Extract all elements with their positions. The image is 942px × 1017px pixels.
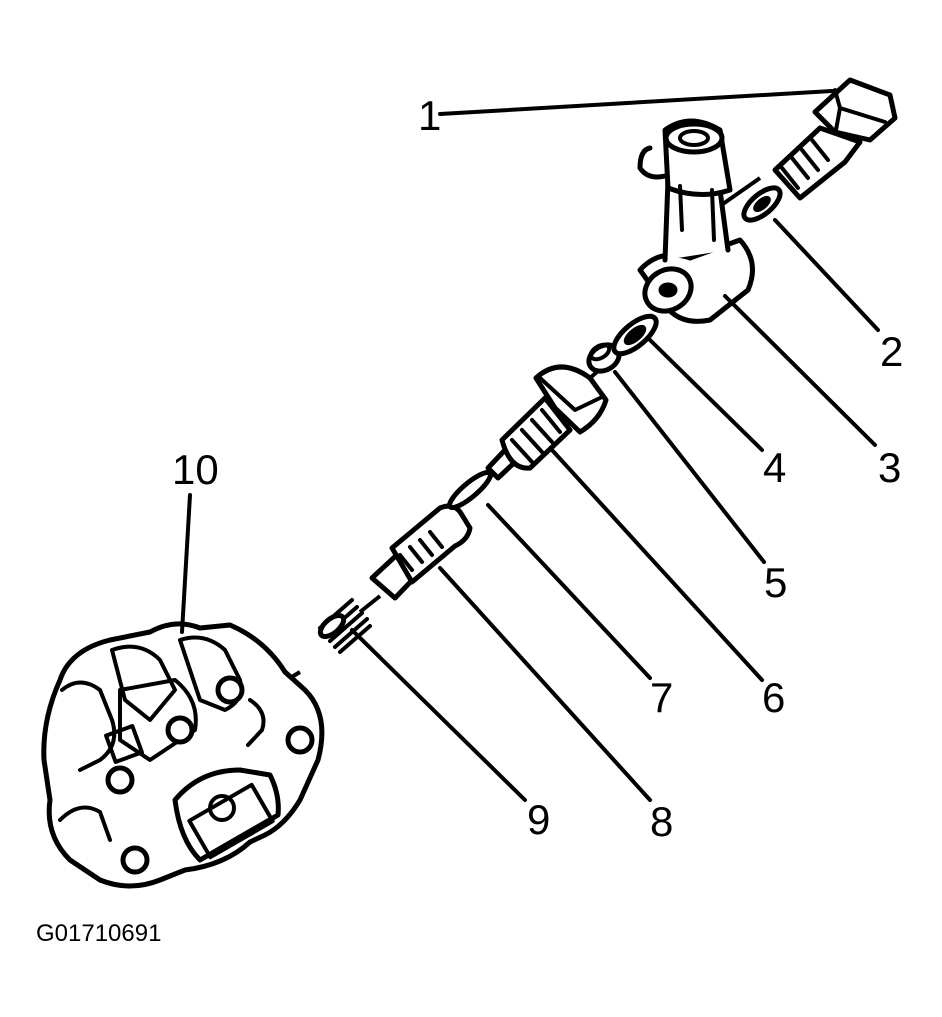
leader-5 — [613, 370, 766, 564]
leader-7 — [486, 503, 652, 680]
part-4-washer — [611, 313, 659, 357]
leader-9 — [350, 628, 527, 802]
leader-8 — [438, 566, 652, 802]
leader-6 — [550, 448, 764, 682]
part-2-washer — [741, 185, 783, 223]
callout-4: 4 — [763, 444, 786, 491]
callout-5: 5 — [764, 559, 787, 606]
part-10-pump-body — [41, 621, 325, 889]
callout-8: 8 — [650, 798, 673, 845]
part-6-fitting — [485, 364, 609, 481]
leader-3 — [723, 294, 877, 447]
leader-2 — [773, 218, 880, 332]
callout-7: 7 — [650, 674, 673, 721]
assembly-axis-a — [358, 594, 382, 614]
callout-1: 1 — [418, 92, 441, 139]
callout-9: 9 — [527, 796, 550, 843]
leader-lines — [180, 89, 880, 802]
part-3-banjo-fitting — [637, 118, 755, 324]
leader-4 — [648, 338, 764, 452]
part-9-spring — [317, 598, 372, 654]
callout-3: 3 — [878, 444, 901, 491]
part-1-banjo-bolt — [772, 77, 898, 201]
figure-code: G01710691 — [36, 920, 162, 947]
callout-6: 6 — [762, 674, 785, 721]
leader-10 — [180, 493, 192, 634]
leader-1 — [438, 89, 834, 116]
callout-2: 2 — [880, 328, 903, 375]
callout-10: 10 — [172, 446, 219, 493]
part-8-valve-spool — [369, 503, 473, 601]
